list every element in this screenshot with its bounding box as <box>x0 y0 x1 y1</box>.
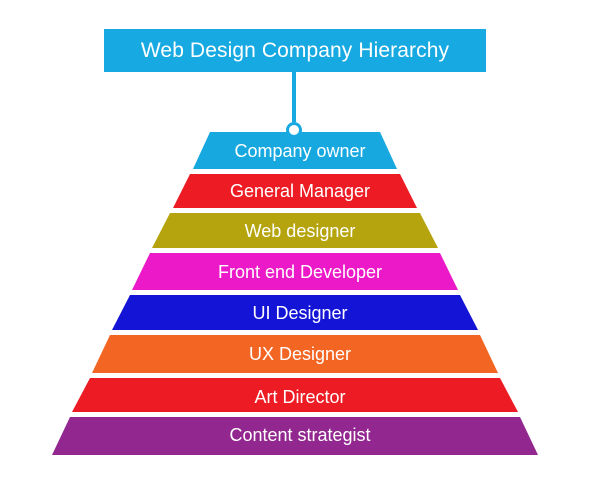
connector-dot <box>286 122 302 138</box>
tier-web-designer <box>152 213 438 248</box>
tier-content-strategist <box>52 417 538 455</box>
tier-ux-designer <box>92 335 498 373</box>
tier-ui-designer <box>112 295 478 330</box>
diagram-title-text: Web Design Company Hierarchy <box>140 38 450 62</box>
connector-line <box>292 72 296 122</box>
tier-general-manager <box>173 174 417 208</box>
tier-art-director <box>72 378 518 412</box>
diagram-title: Web Design Company Hierarchy <box>104 29 486 72</box>
tier-company-owner <box>193 132 397 169</box>
tier-front-end-developer <box>132 253 458 290</box>
